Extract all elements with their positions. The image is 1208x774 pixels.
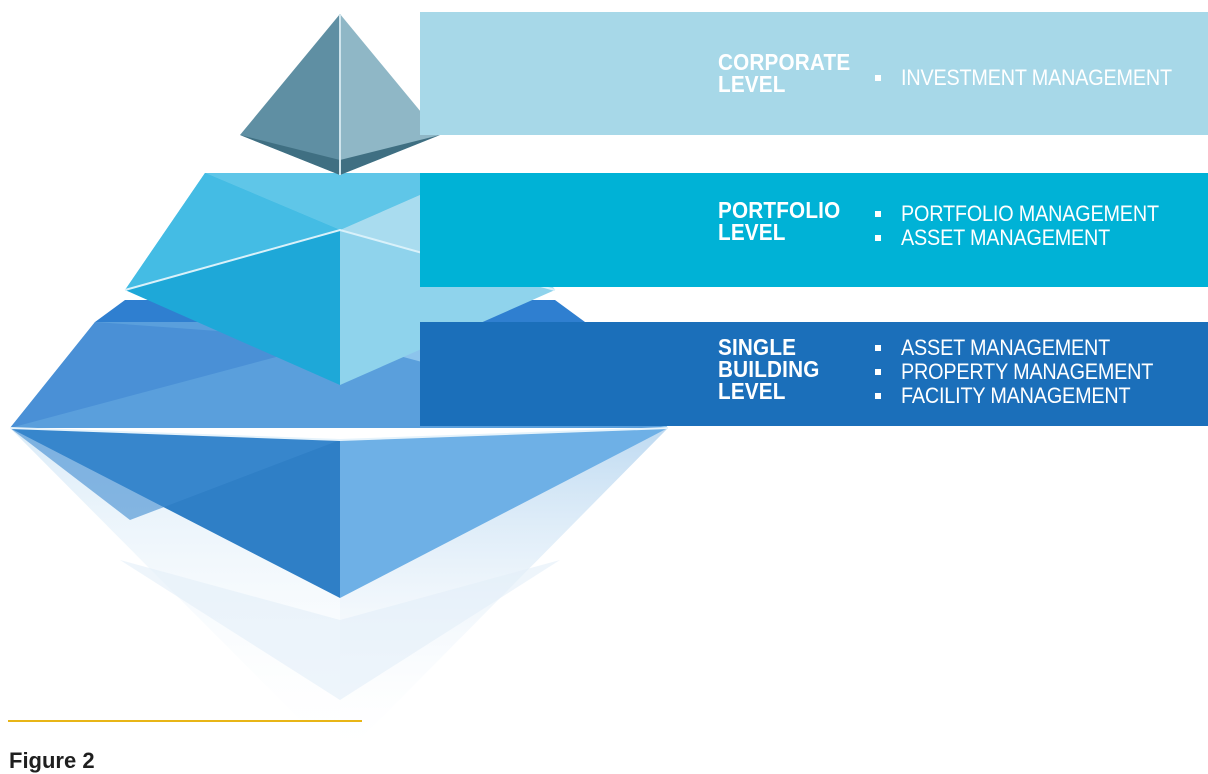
- band-single-building-level: SINGLE BUILDING LEVEL ASSET MANAGEMENT P…: [420, 322, 1208, 426]
- list-item: INVESTMENT MANAGEMENT: [875, 66, 1202, 90]
- item-label: PROPERTY MANAGEMENT: [901, 359, 1154, 384]
- figure-rule: [8, 720, 362, 722]
- level-title: SINGLE BUILDING LEVEL: [718, 334, 820, 404]
- figure-caption: Figure 2: [9, 748, 95, 773]
- pyramid-tier-corporate: [240, 14, 440, 175]
- list-item: ASSET MANAGEMENT: [875, 336, 1181, 360]
- bullet-icon: [875, 235, 881, 241]
- item-label: FACILITY MANAGEMENT: [901, 383, 1131, 408]
- bullet-icon: [875, 211, 881, 217]
- band-portfolio-level: PORTFOLIO LEVEL PORTFOLIO MANAGEMENT ASS…: [420, 173, 1208, 287]
- item-label: PORTFOLIO MANAGEMENT: [901, 201, 1159, 226]
- item-list: ASSET MANAGEMENT PROPERTY MANAGEMENT FAC…: [875, 336, 1181, 408]
- item-label: ASSET MANAGEMENT: [901, 335, 1111, 360]
- item-list: INVESTMENT MANAGEMENT: [875, 66, 1202, 90]
- level-title: PORTFOLIO LEVEL: [718, 197, 841, 245]
- bullet-icon: [875, 393, 881, 399]
- item-label: ASSET MANAGEMENT: [901, 225, 1111, 250]
- list-item: PROPERTY MANAGEMENT: [875, 360, 1181, 384]
- list-item: FACILITY MANAGEMENT: [875, 384, 1181, 408]
- pyramid-reflection: [10, 428, 668, 760]
- bullet-icon: [875, 369, 881, 375]
- level-title: CORPORATE LEVEL: [718, 49, 851, 97]
- band-corporate-level: CORPORATE LEVEL INVESTMENT MANAGEMENT: [420, 12, 1208, 135]
- item-label: INVESTMENT MANAGEMENT: [901, 65, 1172, 90]
- bullet-icon: [875, 345, 881, 351]
- list-item: ASSET MANAGEMENT: [875, 226, 1188, 250]
- list-item: PORTFOLIO MANAGEMENT: [875, 202, 1188, 226]
- item-list: PORTFOLIO MANAGEMENT ASSET MANAGEMENT: [875, 202, 1188, 250]
- bullet-icon: [875, 75, 881, 81]
